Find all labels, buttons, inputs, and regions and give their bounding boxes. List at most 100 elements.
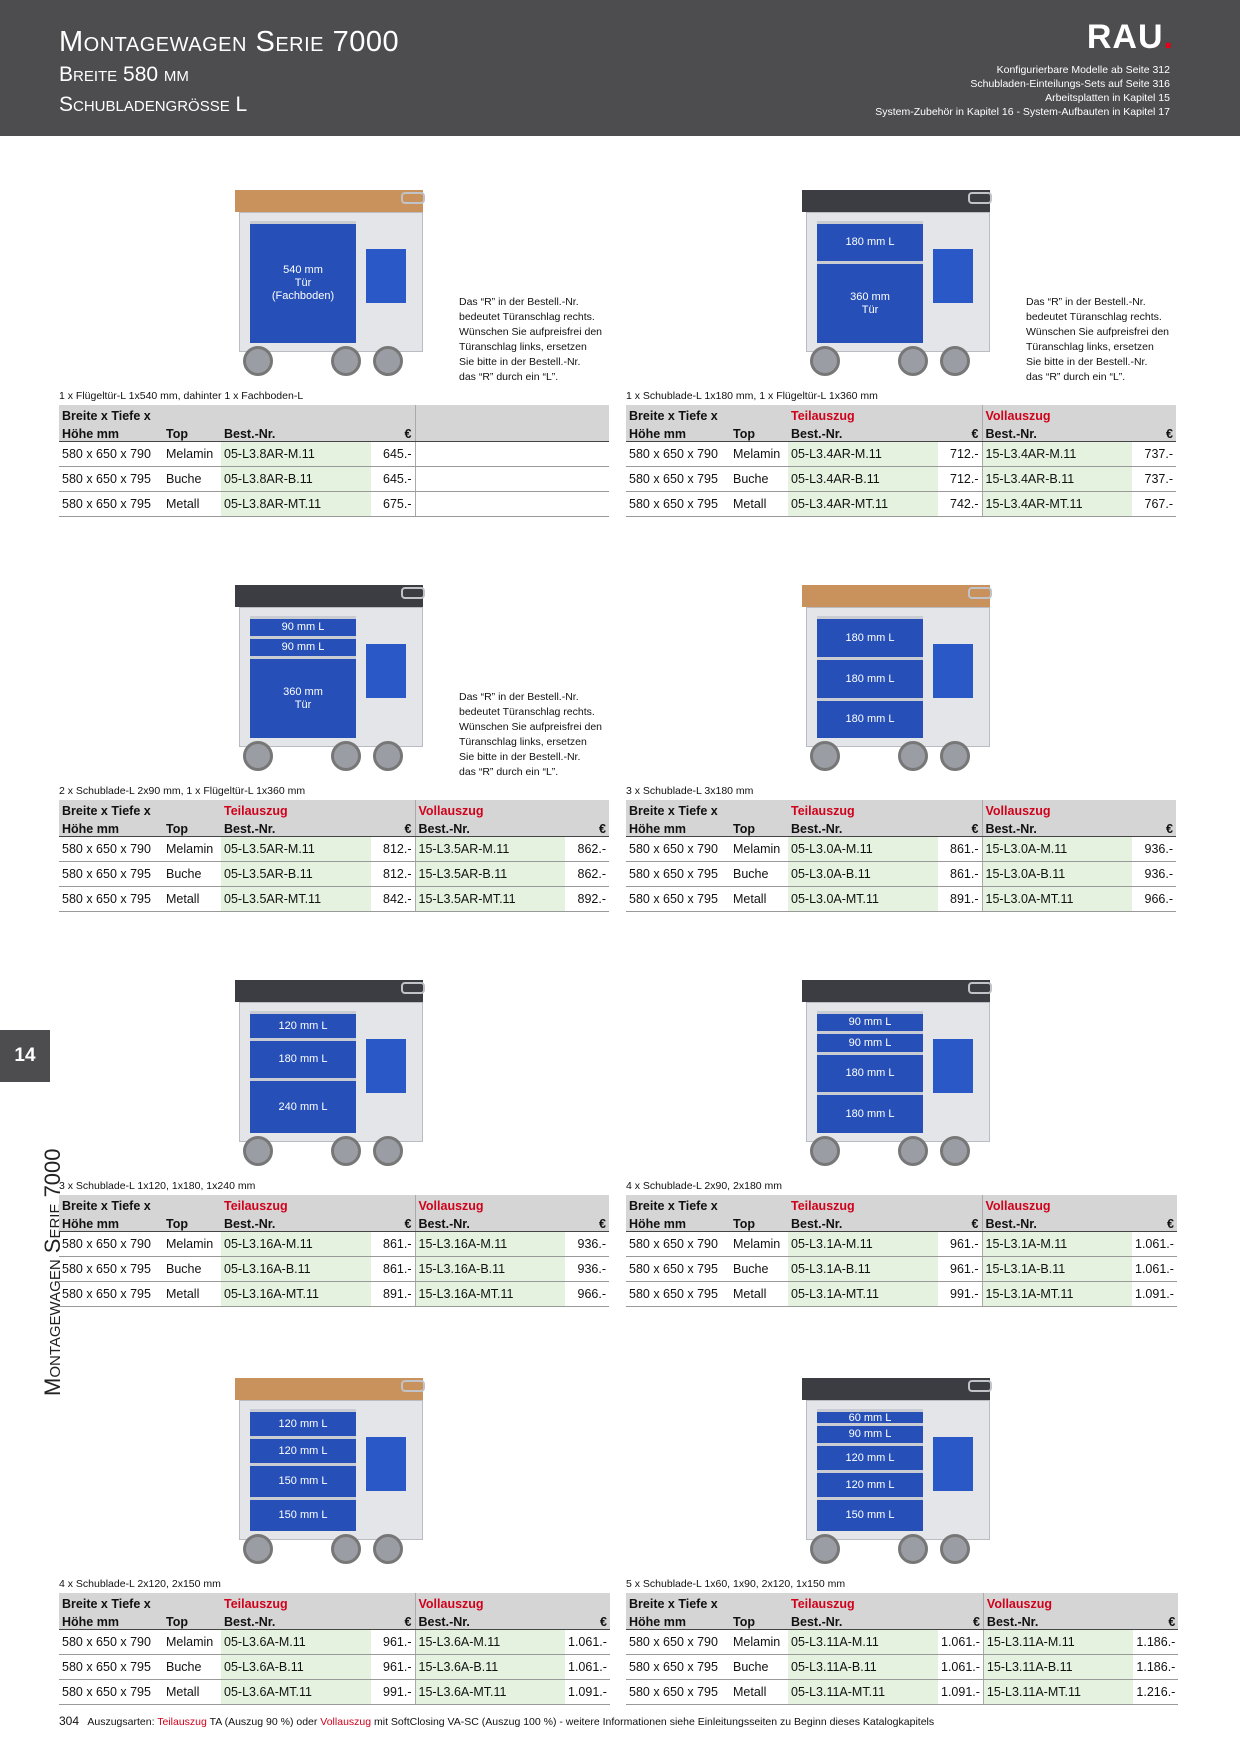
footer-teilauszug: Teilauszug <box>157 1716 207 1728</box>
header-vollauszug: Vollauszug <box>414 1593 565 1611</box>
drawer: 120 mm L <box>250 1409 356 1436</box>
castor-wheel <box>243 741 273 771</box>
drawer-label: 180 mm L <box>845 672 895 685</box>
drawer: 120 mm L <box>250 1011 356 1038</box>
note-line: bedeutet Türanschlag rechts. <box>459 311 595 323</box>
side-pocket <box>366 644 406 698</box>
order-number-cell: 05-L3.6A-M.11 <box>221 1629 371 1655</box>
top-material-cell: Melamin <box>730 441 788 467</box>
product-caption: 2 x Schublade-L 2x90 mm, 1 x Flügeltür-L… <box>59 785 306 797</box>
side-pocket <box>933 1039 973 1093</box>
castor-wheel <box>940 741 970 771</box>
order-number-cell: 15-L3.4AR-MT.11 <box>981 491 1132 517</box>
header-dimension: Breite x Tiefe x <box>59 1195 163 1213</box>
header-empty <box>938 1593 984 1611</box>
header-bestnr: Best.-Nr. <box>982 1611 1134 1630</box>
dimension-cell: 580 x 650 x 790 <box>626 1231 730 1257</box>
header-dimension: Höhe mm <box>59 1611 163 1630</box>
header-vollauszug: Vollauszug <box>414 1195 565 1213</box>
push-handle <box>401 192 425 204</box>
top-material-cell: Melamin <box>730 836 788 862</box>
header-teilauszug: Teilauszug <box>788 800 938 818</box>
header-euro: € <box>1133 1611 1179 1630</box>
note-line: Türanschlag links, ersetzen <box>459 341 587 353</box>
header-vollauszug: Vollauszug <box>414 800 565 818</box>
order-number-cell: 15-L3.1A-MT.11 <box>981 1281 1132 1307</box>
drawer: 90 mm L <box>817 1423 923 1443</box>
dimension-cell: 580 x 650 x 795 <box>59 1679 163 1705</box>
price-cell: 961.- <box>938 1256 982 1282</box>
header-euro: € <box>938 818 982 837</box>
door-hinge-note: Das “R” in der Bestell.-Nr.bedeutet Türa… <box>1026 295 1186 385</box>
order-number-cell: 15-L3.5AR-M.11 <box>414 836 565 862</box>
order-number-cell <box>414 491 565 517</box>
note-line: bedeutet Türanschlag rechts. <box>459 706 595 718</box>
dimension-cell: 580 x 650 x 790 <box>59 1231 163 1257</box>
note-line: Das “R” in der Bestell.-Nr. <box>459 296 579 308</box>
door-hinge-note: Das “R” in der Bestell.-Nr.bedeutet Türa… <box>459 690 619 780</box>
top-material-cell: Buche <box>163 466 221 492</box>
order-number-cell: 05-L3.4AR-B.11 <box>788 466 938 492</box>
price-cell: 812.- <box>371 836 415 862</box>
product-caption: 1 x Flügeltür-L 1x540 mm, dahinter 1 x F… <box>59 390 304 402</box>
price-cell: 961.- <box>371 1654 415 1680</box>
push-handle <box>401 982 425 994</box>
push-handle <box>968 587 992 599</box>
drawer-label: (Fachboden) <box>271 290 335 302</box>
castor-wheel <box>940 1136 970 1166</box>
order-number-cell: 15-L3.6A-MT.11 <box>414 1679 565 1705</box>
order-number-cell: 15-L3.16A-MT.11 <box>414 1281 565 1307</box>
order-number-cell: 15-L3.0A-M.11 <box>981 836 1132 862</box>
order-number-cell: 05-L3.6A-MT.11 <box>221 1679 371 1705</box>
price-cell: 675.- <box>371 491 415 517</box>
top-material-cell: Buche <box>163 1256 221 1282</box>
price-cell: 1.061.- <box>565 1654 610 1680</box>
drawer-label: 180 mm L <box>845 1067 895 1079</box>
header-empty <box>1132 800 1176 818</box>
castor-wheel <box>898 741 928 771</box>
castor-wheel <box>898 346 928 376</box>
header-euro: € <box>371 818 415 837</box>
top-material-cell: Melamin <box>163 1629 221 1655</box>
price-cell: 1.061.- <box>1132 1256 1177 1282</box>
footer-text: Auszugsarten: <box>87 1716 155 1728</box>
price-cell: 862.- <box>565 836 609 862</box>
top-material-cell: Buche <box>730 1654 788 1680</box>
header-vollauszug: Vollauszug <box>981 405 1132 423</box>
header-empty <box>938 1195 982 1213</box>
page-subtitle-width: Breite 580 mm <box>59 63 189 86</box>
castor-wheel <box>898 1534 928 1564</box>
header-bestnr: Best.-Nr. <box>414 818 565 837</box>
drawer-label: 150 mm L <box>278 1475 328 1487</box>
drawer-label: 180 mm L <box>845 236 895 248</box>
footer-vollauszug: Vollauszug <box>320 1716 372 1728</box>
top-material-cell: Melamin <box>730 1629 788 1655</box>
dimension-cell: 580 x 650 x 795 <box>59 466 163 492</box>
header-empty <box>565 800 609 818</box>
push-handle <box>968 982 992 994</box>
side-pocket <box>933 644 973 698</box>
top-material-cell: Metall <box>730 1679 788 1705</box>
worktop <box>235 1378 423 1400</box>
header-empty <box>163 800 221 818</box>
order-number-cell: 15-L3.16A-B.11 <box>414 1256 565 1282</box>
side-pocket <box>366 1039 406 1093</box>
header-teilauszug: Teilauszug <box>788 1195 938 1213</box>
header-top: Top <box>730 818 788 837</box>
header-empty <box>565 405 609 423</box>
header-dimension: Höhe mm <box>626 1611 730 1630</box>
top-material-cell: Metall <box>163 1679 221 1705</box>
